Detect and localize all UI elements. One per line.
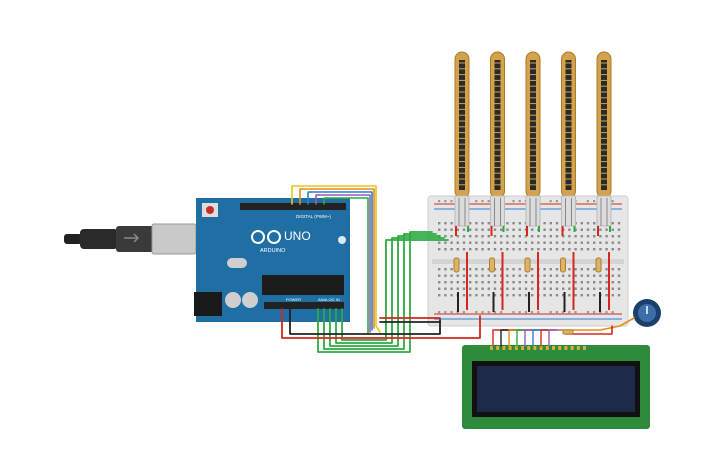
resistor [562, 329, 574, 335]
lcd-pin-header [490, 346, 586, 350]
lcd-pin [527, 346, 531, 350]
wire [291, 185, 381, 333]
resistor [489, 257, 495, 273]
lcd-pin [502, 346, 506, 350]
wire [565, 325, 613, 335]
wire [559, 317, 635, 331]
wire [500, 329, 527, 347]
power-analog-header [264, 302, 344, 309]
brand-text: ARDUINO [260, 248, 286, 254]
lcd-pin [533, 346, 537, 350]
wire [281, 308, 481, 339]
power-jack [194, 292, 222, 316]
reset-button-icon [206, 206, 214, 214]
lcd-pin [521, 346, 524, 350]
arduino-uno-board: ARDUINO UNO DIGITAL (PWM~) POWER ANALOG … [194, 198, 350, 322]
wire [315, 194, 371, 333]
wire [323, 233, 437, 350]
flex-sensor [596, 51, 612, 227]
flex-sensor [561, 51, 576, 227]
lcd-pin [514, 346, 518, 350]
wire [341, 239, 449, 341]
resistor [453, 257, 460, 273]
wire [299, 188, 375, 329]
flex-sensor [454, 51, 470, 227]
lcd-16x2 [462, 345, 650, 429]
lcd-pin [539, 346, 543, 350]
wire [508, 329, 533, 347]
wire [492, 329, 521, 347]
power-header-label: POWER [286, 297, 301, 302]
potentiometer [633, 299, 661, 327]
lcd-pin [564, 346, 568, 350]
lcd-pin [558, 346, 562, 350]
lcd-pin [490, 346, 493, 350]
lcd-pin [583, 346, 586, 350]
lcd-pin [570, 346, 574, 350]
model-text: UNO [284, 229, 311, 243]
flex-sensor [490, 51, 505, 227]
lcd-pin [576, 346, 580, 350]
resistor [560, 257, 566, 273]
resistor [595, 257, 602, 273]
flex-sensor [525, 51, 541, 227]
wire [516, 329, 539, 347]
wires [281, 185, 635, 353]
lcd-pin [545, 346, 549, 350]
atmega-chip [262, 275, 344, 295]
flex-sensors [454, 51, 612, 227]
wire [323, 197, 369, 335]
wire [289, 308, 441, 335]
usb-cable [64, 223, 197, 255]
lcd-pin [508, 346, 512, 350]
resistor [524, 257, 531, 273]
lcd-pin [496, 346, 500, 350]
breadboard-components [453, 226, 611, 312]
wire [548, 329, 563, 347]
arduino-logo-icon [251, 230, 281, 244]
wire [307, 191, 373, 331]
lcd-pin [552, 346, 555, 350]
lcd-screen [477, 366, 635, 412]
digital-header-label: DIGITAL (PWM~) [296, 214, 331, 219]
digital-header [240, 203, 346, 210]
analog-header-label: ANALOG IN [318, 297, 340, 302]
wire [335, 237, 445, 344]
